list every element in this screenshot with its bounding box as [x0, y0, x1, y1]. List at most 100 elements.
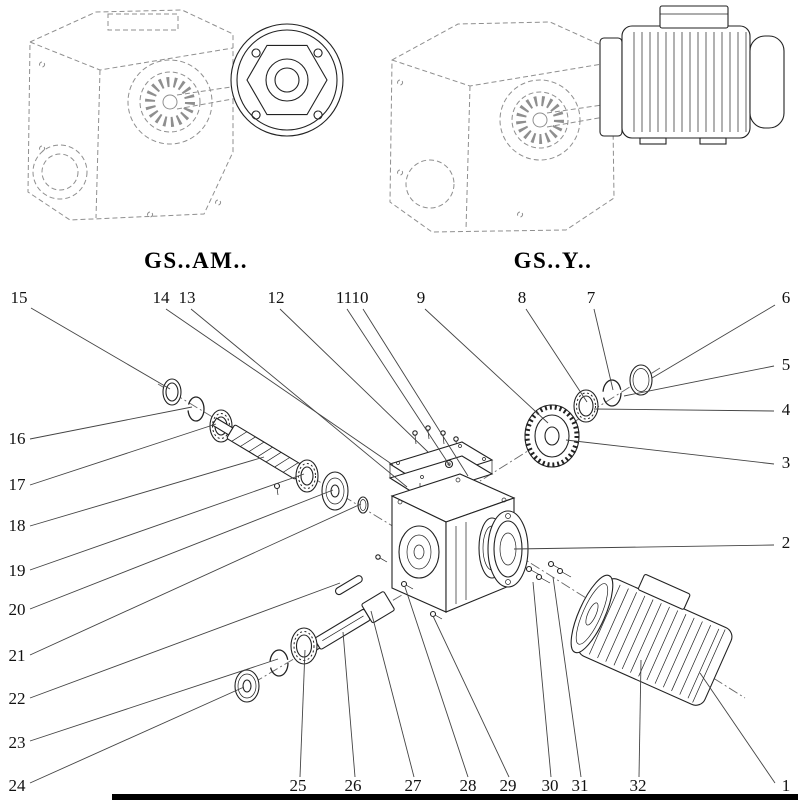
- circlip-23: [269, 649, 289, 677]
- housing-bore-hub: [413, 544, 425, 560]
- callout-number-1: 1: [782, 776, 791, 795]
- motor-body: [621, 25, 751, 139]
- leader-line-22: [29, 582, 341, 699]
- worm-gear-9-teeth: [524, 404, 580, 468]
- shim-disc-20-mid: [325, 477, 345, 505]
- gearbox-body-edges: [391, 59, 615, 231]
- motor-adapter: [599, 37, 623, 137]
- callout-number-17: 17: [9, 475, 27, 494]
- bolt-holes: [397, 79, 524, 218]
- end-cap-24-bore: [242, 679, 252, 693]
- motor-face-inner: [575, 583, 609, 645]
- callout-number-6: 6: [782, 288, 791, 307]
- callout-number-18: 18: [9, 516, 26, 535]
- cover-hole: [458, 444, 462, 448]
- input-spline-teeth: [516, 96, 564, 144]
- callout-number-31: 31: [572, 776, 589, 795]
- cover-screw-head: [453, 436, 459, 442]
- drawing-gs-am: [27, 9, 344, 221]
- cover-assembly: [388, 425, 494, 498]
- leader-line-12: [279, 308, 429, 453]
- motor-face-hub: [585, 602, 599, 626]
- callout-number-11: 11: [336, 288, 352, 307]
- motor-terminal-box: [659, 5, 729, 29]
- dowel-pin-29: [429, 610, 437, 618]
- callout-number-29: 29: [500, 776, 517, 795]
- bearing-8-inner: [578, 395, 594, 417]
- callout-number-4: 4: [782, 400, 791, 419]
- motor-fins: [633, 32, 747, 132]
- leader-line-10: [362, 308, 469, 477]
- exploded-view: [157, 364, 746, 706]
- page-footer-bar: [112, 794, 798, 800]
- end-cap-24-outer: [234, 669, 260, 703]
- callout-number-8: 8: [518, 288, 527, 307]
- shaft-gear-end: [361, 591, 395, 624]
- motor-foot-right: [699, 137, 727, 145]
- housing-bore-outer: [398, 525, 440, 579]
- model-label-right: GS..Y..: [514, 248, 593, 273]
- bearing-25-inner: [295, 634, 313, 658]
- side-bore: [405, 159, 455, 209]
- model-label-left: GS..AM..: [144, 248, 248, 273]
- dowel-pin-29-stem: [434, 614, 443, 620]
- callout-number-3: 3: [782, 453, 791, 472]
- callout-number-20: 20: [9, 600, 26, 619]
- flange-disc-rim: [236, 29, 338, 131]
- housing-bolt: [455, 477, 461, 483]
- oil-seal-21-inner: [359, 499, 367, 511]
- callout-number-12: 12: [268, 288, 285, 307]
- flange-hub-bore: [274, 67, 300, 93]
- cover-screw-head: [412, 430, 418, 436]
- bolt-head-31: [547, 560, 555, 568]
- motor-fins: [588, 584, 720, 699]
- bolt-holes: [39, 61, 222, 218]
- callout-number-27: 27: [405, 776, 423, 795]
- housing-bore-mid: [406, 534, 432, 570]
- callout-number-23: 23: [9, 733, 26, 752]
- cover-screw-head: [425, 425, 431, 431]
- motor-32: [570, 574, 733, 706]
- flange-bolt-hole: [505, 513, 511, 519]
- bearing-19-outer: [295, 459, 319, 493]
- shaft-body: [314, 608, 371, 650]
- leader-line-31: [552, 576, 582, 778]
- input-bore-outer: [499, 79, 581, 161]
- input-bore-mid: [511, 91, 569, 149]
- end-cap-24-mid: [237, 673, 257, 699]
- flange-hexagon: [246, 44, 328, 116]
- input-spline-teeth: [145, 77, 195, 127]
- bolt-stems-30-31: [530, 564, 572, 584]
- cover-hole: [396, 461, 400, 465]
- worm-threads: [231, 431, 299, 473]
- leader-line-32: [638, 659, 642, 778]
- worm-gear-9-hub: [544, 426, 560, 446]
- motor-terminal-box: [637, 574, 691, 610]
- flange-hub-outer: [265, 58, 309, 102]
- bearing-19-inner: [300, 466, 314, 486]
- callout-number-16: 16: [9, 429, 26, 448]
- gearbox-body-outline: [27, 9, 234, 221]
- circlip-16: [187, 396, 205, 422]
- callout-number-10: 10: [352, 288, 369, 307]
- leader-line-11: [346, 308, 451, 467]
- flange-disc-outer: [230, 23, 344, 137]
- side-screw-head: [375, 554, 381, 560]
- bearing-8-balls: [576, 392, 596, 420]
- plug-screw-28: [400, 580, 408, 588]
- callout-number-7: 7: [587, 288, 596, 307]
- leader-line-28: [404, 586, 469, 778]
- callout-number-14: 14: [153, 288, 171, 307]
- bearing-25-balls: [293, 631, 315, 661]
- leader-line-20: [29, 489, 334, 610]
- leader-line-29: [432, 615, 510, 778]
- leader-line-3: [565, 439, 775, 465]
- leader-line-15: [30, 307, 171, 390]
- callout-number-22: 22: [9, 689, 26, 708]
- motor-face-outer: [570, 574, 614, 654]
- callout-number-5: 5: [782, 355, 791, 374]
- leader-line-9: [424, 308, 549, 424]
- retaining-ring-15-inner: [165, 382, 179, 402]
